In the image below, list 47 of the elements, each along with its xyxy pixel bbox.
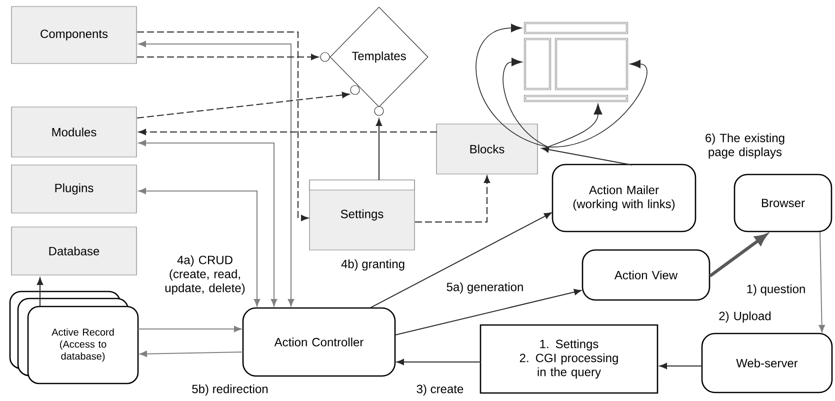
edge-label: 5b) redirection [190,383,270,397]
module-box: Components [11,6,137,64]
rounded-box: Action View [582,249,710,301]
edge-label: 3) create [415,383,465,397]
arrow [396,358,482,366]
module-box: Modules [11,106,137,158]
arrow [36,277,44,306]
step-label: 2) Upload [719,311,771,323]
edge-label: 1) question [745,283,807,297]
rounded-box: Action Controller [242,307,396,377]
rounded-box: Browser [734,174,832,232]
settings-box: Settings [309,180,415,250]
module-box: Database [11,226,137,276]
step-label: 4a) CRUD (create, read, update, delete) [165,255,245,295]
page-section [524,95,628,102]
arrow [138,326,242,332]
arrow [138,140,278,306]
arrow [138,128,438,136]
edge-label: 4b) granting [340,258,406,272]
arrow [541,146,632,166]
process-box: 1. Settings 2. CGI processing in the query [480,324,658,394]
arrow [136,54,319,60]
curved-arrow [476,24,548,148]
curved-arrow [548,60,648,148]
arrow [140,350,244,357]
arrow [818,232,825,332]
rounded-box: Web-server [701,332,833,394]
arrow [660,362,702,370]
edge-label: 5a) generation [445,281,525,295]
arrow [138,40,294,306]
arrow [138,188,260,306]
rounded-box: Action Mailer (working with links) [552,164,696,232]
page-section [524,38,551,90]
arrow [376,118,382,180]
page-section [524,22,628,34]
module-box: Blocks [436,124,538,174]
curved-arrow [548,104,602,148]
arrow [136,32,309,222]
curved-arrow [502,58,548,148]
page-section [555,38,628,90]
step-label: 6) The existing page displays [706,133,784,159]
arrow [370,212,552,308]
record-stack: Active Record (Access to database) [9,290,139,384]
arrow [394,288,582,336]
module-box: Plugins [11,164,137,214]
arrow [414,175,490,222]
arrow [136,92,350,118]
